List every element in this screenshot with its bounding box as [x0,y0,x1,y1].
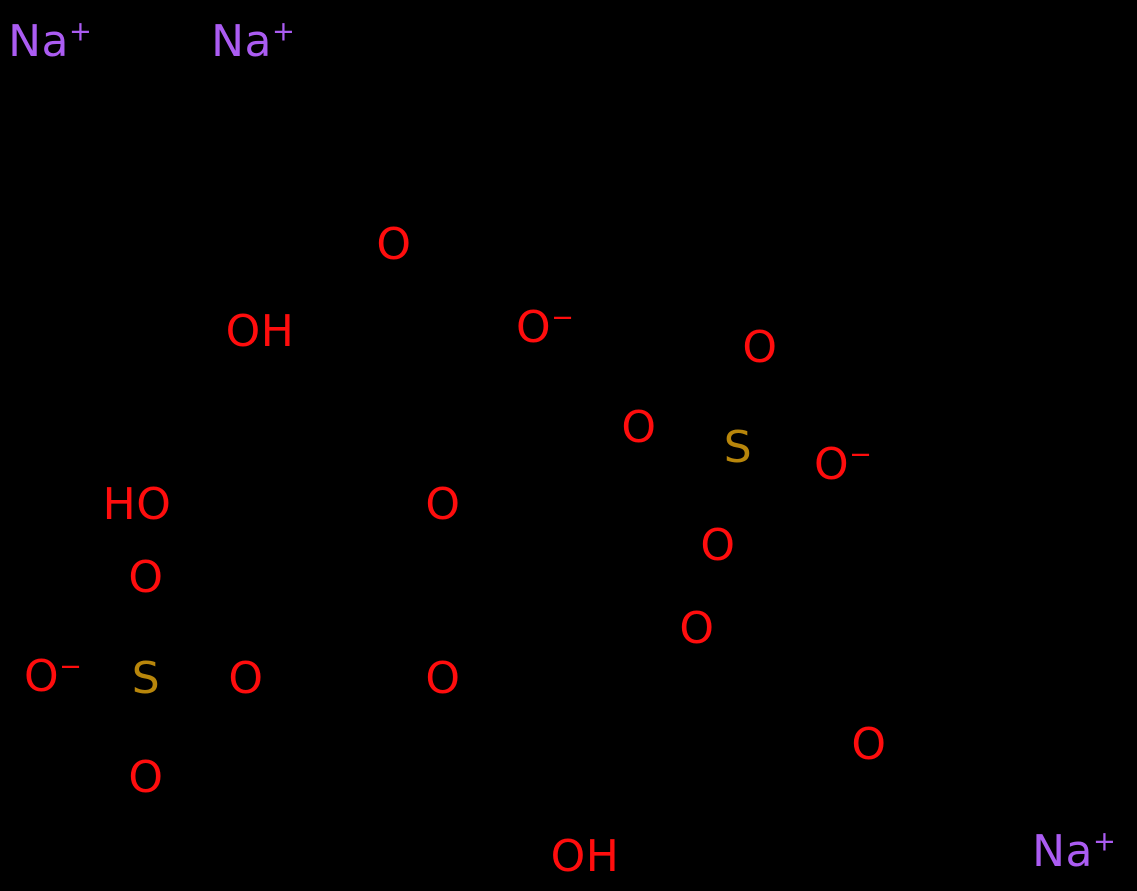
bond-line [717,747,843,793]
atom-label-o-ester-sulfate1: O [621,406,656,450]
atom-label-o-glycosidic-left: O [228,657,263,701]
atom-label-o-ring-b: O [425,657,460,701]
bond-line [537,787,588,831]
bond-line [391,337,513,355]
atom-symbol: Na [211,16,273,67]
atom-symbol: O [742,322,778,373]
atom-label-oh-upper-left: OH [226,310,295,354]
atom-label-ho-mid-left: HO [103,483,172,527]
atom-symbol: O [128,552,164,603]
atom-label-na-top-left: Na+ [8,18,92,64]
atom-charge: − [551,302,574,334]
atom-label-s-sulfate1: S [724,426,752,470]
bond-line [602,587,700,603]
atom-label-oh-bottom: OH [551,835,620,879]
atom-symbol: O [700,520,736,571]
atom-symbol: S [131,653,161,704]
bond-line [717,477,733,518]
atom-label-o-sulfate1-bot: O [700,524,735,568]
atom-label-o-ester-sulfate2: O [679,607,714,651]
atom-label-na-top-mid: Na+ [211,18,295,64]
atom-symbol: O [228,653,264,704]
atom-symbol: OH [225,306,295,357]
atom-symbol: O [621,402,657,453]
atom-label-o-minus-carboxyl: O− [516,304,574,350]
atom-symbol: O [425,653,461,704]
atom-symbol: OH [550,831,620,882]
atom-charge: − [59,651,82,683]
atom-symbol: O [516,302,552,353]
bond-line [742,385,763,421]
atom-label-o-minus-sulfate1: O− [814,441,872,487]
atom-symbol: O [376,219,412,270]
atom-symbol: O [128,752,164,803]
atom-label-o-ring-a: O [425,483,460,527]
atom-symbol: O [814,439,850,490]
atom-label-o-sulfate2-top: O [128,556,163,600]
atom-symbol: O [679,603,715,654]
atom-label-o-sulfate1-top: O [742,326,777,370]
bond-line [762,437,815,461]
atom-symbol: O [24,651,60,702]
atom-charge: + [1093,826,1116,858]
bond-line [202,617,343,693]
atom-symbol: HO [102,479,172,530]
bond-line [272,676,343,693]
atom-label-o-carbonyl-top: O [376,223,411,267]
bond-line [202,357,303,473]
bond-line [297,337,397,363]
atom-label-o-sulfate2-bot: O [128,756,163,800]
bond-line [577,452,608,593]
atom-symbol: S [723,422,753,473]
bond-line [673,437,715,451]
bond-line [694,655,723,703]
atom-label-o-ring-c: O [851,723,886,767]
bond-line [896,697,983,748]
atom-charge: + [69,16,92,48]
bond-line [440,452,583,473]
bond-line [440,707,543,793]
atom-label-na-bottom-right: Na+ [1032,828,1116,874]
atom-charge: − [849,439,872,471]
atom-label-s-sulfate2: S [132,657,160,701]
atom-symbol: Na [1032,826,1094,877]
bond-line [391,337,446,473]
atom-symbol: O [425,479,461,530]
atom-symbol: O [851,719,887,770]
atom-symbol: Na [8,16,70,67]
atom-charge: + [272,16,295,48]
atom-label-o-minus-sulfate2: O− [24,653,82,699]
